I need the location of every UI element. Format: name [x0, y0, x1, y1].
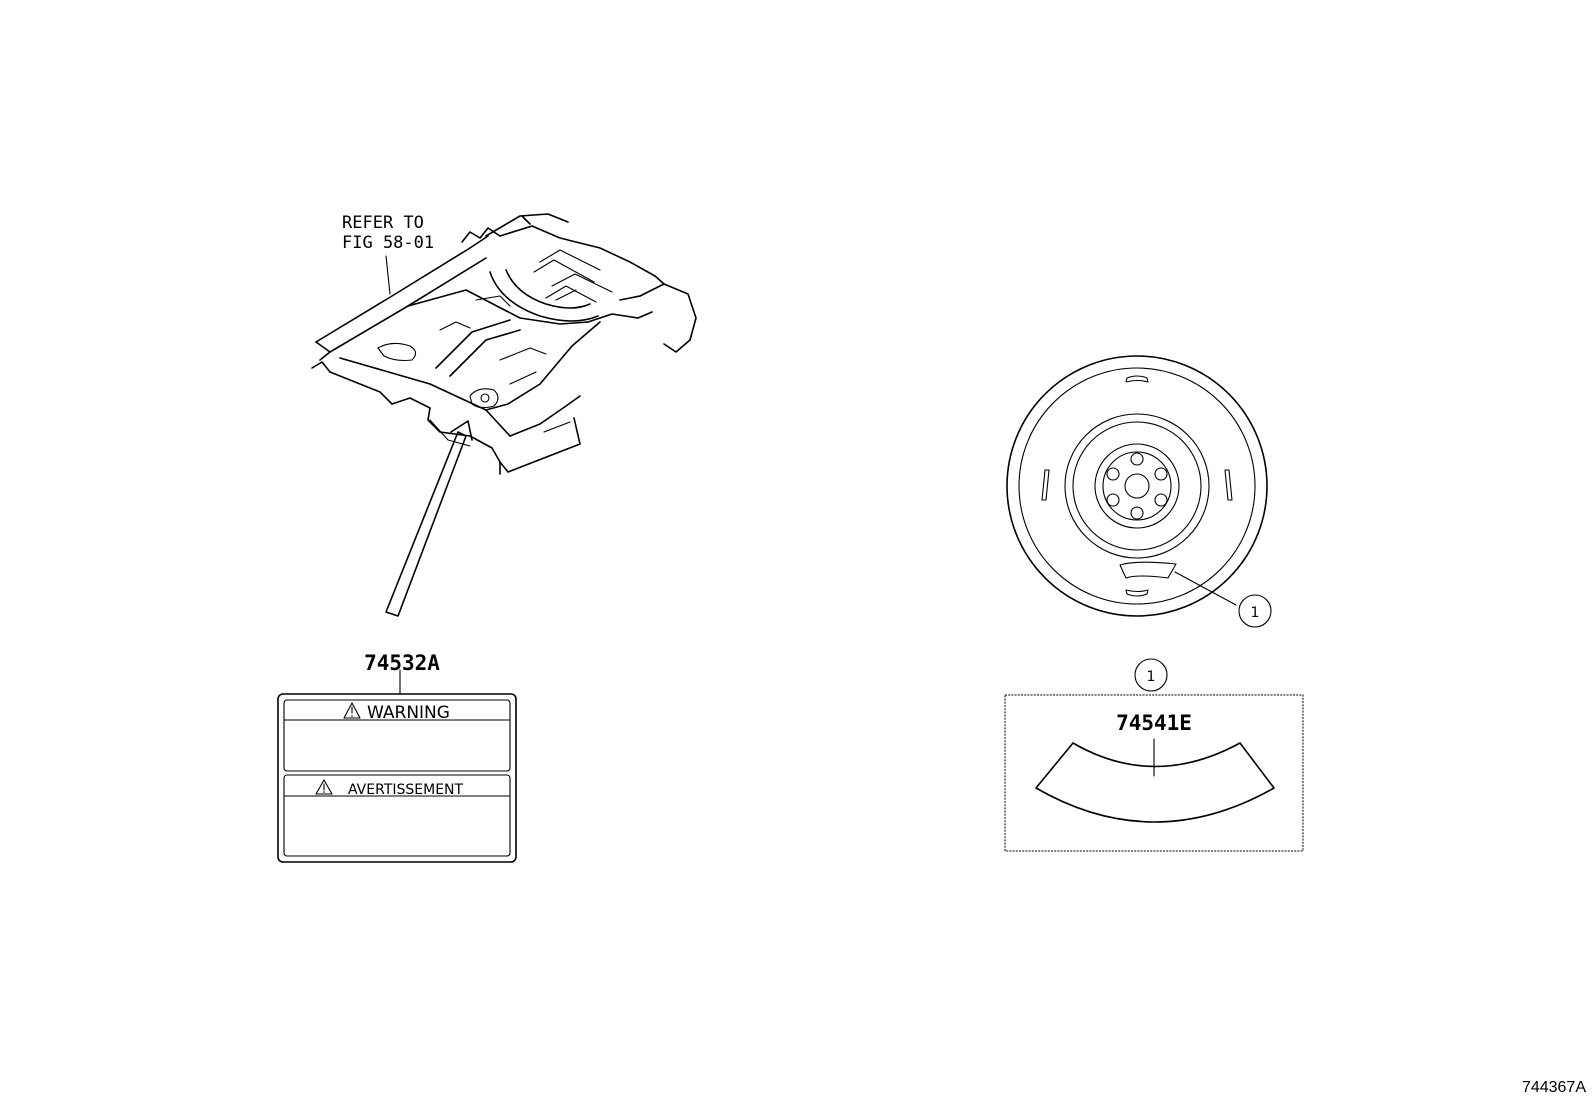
spare-wheel-illustration — [1006, 355, 1272, 628]
warning-label-part-number: 74532A — [364, 651, 440, 675]
detail-box — [1004, 658, 1304, 852]
figure-id: 744367A — [1522, 1079, 1586, 1096]
detail-callout-number: 1 — [1147, 669, 1156, 685]
warning-label-sticker — [277, 693, 517, 863]
pointer-arrow — [385, 420, 473, 617]
floor-pan-illustration — [311, 213, 697, 475]
avertissement-text: AVERTISSEMENT — [348, 782, 464, 798]
wheel-callout-number: 1 — [1251, 605, 1260, 621]
refer-to-line2: FIG 58-01 — [342, 233, 434, 253]
wheel-label-part-number: 74541E — [1116, 711, 1192, 735]
refer-leader — [385, 255, 391, 295]
avertissement-triangle-icon — [315, 779, 333, 795]
wheel-callout-circle — [1238, 594, 1272, 628]
warning-text: WARNING — [367, 703, 450, 723]
refer-to-line1: REFER TO — [342, 213, 424, 233]
warning-triangle-icon — [343, 702, 361, 719]
detail-callout-circle — [1134, 658, 1168, 692]
